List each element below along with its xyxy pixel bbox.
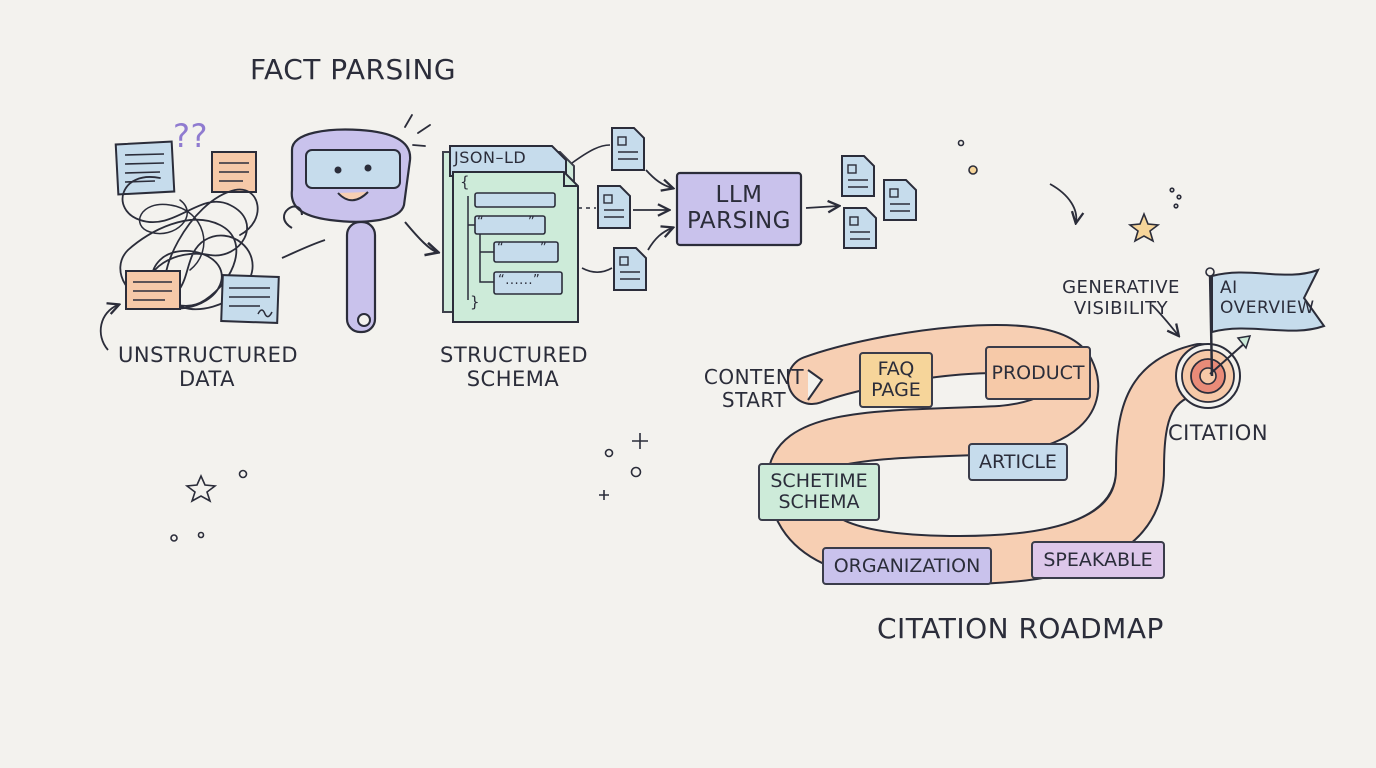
doc-icon bbox=[883, 179, 917, 221]
note-blue-1 bbox=[114, 140, 176, 196]
visibility-arrow bbox=[1151, 304, 1178, 335]
ai-overview-label: AI OVERVIEW bbox=[1220, 278, 1315, 318]
flag-icon bbox=[1205, 267, 1326, 377]
llm-output-arrow bbox=[805, 206, 838, 208]
jsonld-document bbox=[442, 145, 579, 323]
roadmap-node-speakable: SPEAKABLE bbox=[1031, 541, 1165, 579]
schema-quote: “ bbox=[477, 215, 485, 230]
doc-icon bbox=[613, 247, 647, 291]
doc-icon bbox=[597, 185, 631, 229]
schema-quote: “ bbox=[497, 241, 505, 256]
tangled-scribble bbox=[119, 176, 259, 310]
llm-parsing-label: LLM PARSING bbox=[686, 182, 792, 235]
doc-icon bbox=[611, 127, 645, 171]
roadmap-node-faq-page: FAQ PAGE bbox=[859, 352, 933, 408]
doc-icon bbox=[843, 207, 877, 249]
content-start-label: CONTENT START bbox=[703, 365, 805, 412]
schema-quote: “......” bbox=[498, 273, 541, 288]
schema-quote: ” bbox=[540, 241, 548, 256]
llm-box bbox=[675, 171, 803, 247]
star-icon bbox=[1127, 211, 1161, 243]
target-icon bbox=[1175, 335, 1252, 409]
curved-arrow bbox=[1049, 183, 1076, 222]
star-icon bbox=[184, 474, 218, 503]
jsonld-label: JSON–LD bbox=[454, 148, 527, 167]
schema-quote: ” bbox=[528, 215, 536, 230]
roadmap-node-organization: ORGANIZATION bbox=[822, 547, 992, 585]
schema-close-brace: } bbox=[470, 293, 481, 311]
decorations bbox=[170, 139, 1182, 542]
output-documents bbox=[841, 155, 917, 249]
schema-open-brace: { bbox=[460, 173, 471, 191]
note-peach-2 bbox=[125, 270, 181, 310]
citation-label: CITATION bbox=[1168, 421, 1269, 445]
roadmap-node-schetime-schema: SCHETIME SCHEMA bbox=[758, 463, 880, 521]
roadmap-node-article: ARTICLE bbox=[968, 443, 1068, 481]
unstructured-data-label: UNSTRUCTURED DATA bbox=[118, 343, 299, 392]
input-documents bbox=[571, 127, 672, 291]
doc-icon bbox=[841, 155, 875, 197]
question-marks: ?? bbox=[173, 117, 208, 155]
structured-schema-label: STRUCTURED SCHEMA bbox=[440, 343, 589, 392]
unstructured-data-cluster bbox=[99, 140, 280, 351]
roadmap-title: CITATION ROADMAP bbox=[877, 612, 1164, 645]
magnifier-character bbox=[281, 114, 437, 334]
generative-visibility-label: GENERATIVE VISIBILITY bbox=[1062, 277, 1180, 319]
note-blue-2 bbox=[220, 274, 280, 324]
roadmap-node-product: PRODUCT bbox=[985, 346, 1091, 400]
diagram-title: FACT PARSING bbox=[250, 53, 457, 86]
